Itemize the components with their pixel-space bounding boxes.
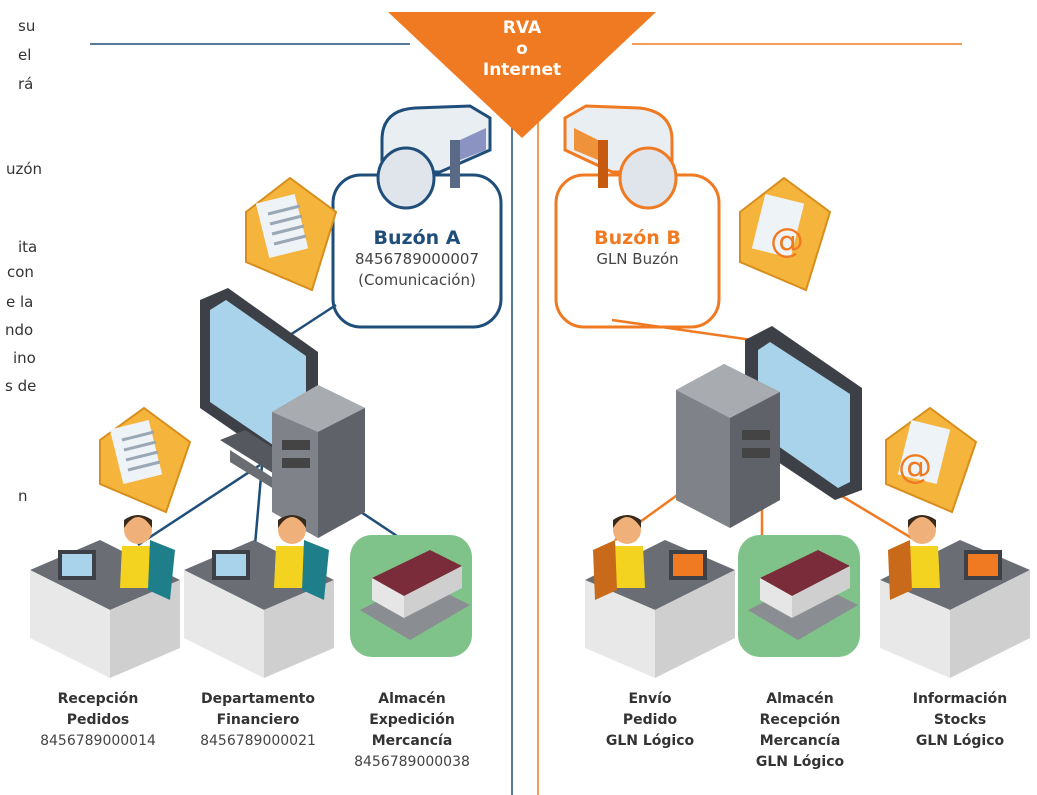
location-label: Almacén Expedición Mercancía 84567890000… [354, 691, 470, 770]
envelope-icon [99, 406, 192, 514]
location-label: Recepción Pedidos 8456789000014 [40, 691, 156, 749]
fragment: rá [18, 75, 34, 93]
rva-label: RVA o Internet [482, 18, 562, 80]
desk-worker-icon [30, 515, 180, 678]
fragment: n [18, 487, 28, 505]
fragment: s de [5, 377, 37, 395]
location-label: Información Stocks GLN Lógico [912, 691, 1008, 749]
mailbox-b-label: Buzón B GLN Buzón [556, 228, 719, 270]
email-envelope-icon: @ [885, 406, 978, 514]
mailbox-a-label: Buzón A 8456789000007 (Comunicación) [333, 228, 501, 291]
fragment: el [18, 46, 32, 64]
left-computer-icon [200, 288, 365, 538]
right-computer-icon [676, 326, 862, 528]
location-label: Almacén Recepción Mercancía GLN Lógico [755, 691, 845, 770]
mailbox-b-icon [563, 104, 678, 210]
desk-worker-icon [585, 515, 735, 678]
mailbox-a-gln: 8456789000007 [354, 250, 480, 268]
warehouse-icon [738, 535, 860, 657]
desk-worker-icon [184, 515, 334, 678]
fragment: con [7, 263, 34, 281]
mailbox-b-subtitle: GLN Buzón [596, 250, 679, 268]
envelope-icon [245, 176, 338, 292]
warehouse-icon [350, 535, 472, 657]
fragment: ino [13, 349, 36, 367]
desk-worker-icon [880, 515, 1030, 678]
fragment: su [18, 17, 36, 35]
email-envelope-icon: @ [739, 176, 832, 292]
fragment: uzón [6, 160, 43, 178]
rva-triangle [388, 12, 656, 138]
svg-text:@: @ [898, 447, 932, 487]
mailbox-a-icon [376, 104, 492, 210]
svg-text:@: @ [770, 221, 804, 261]
location-label: Departamento Financiero 8456789000021 [200, 691, 316, 749]
mailbox-a-role: (Comunicación) [358, 271, 476, 289]
mailbox-b-title: Buzón B [594, 227, 681, 249]
location-label: Envío Pedido GLN Lógico [605, 691, 695, 749]
fragment: ita [18, 238, 38, 256]
fragment: e la [6, 293, 34, 311]
fragment: ndo [5, 321, 34, 339]
mailbox-a-title: Buzón A [373, 227, 461, 249]
